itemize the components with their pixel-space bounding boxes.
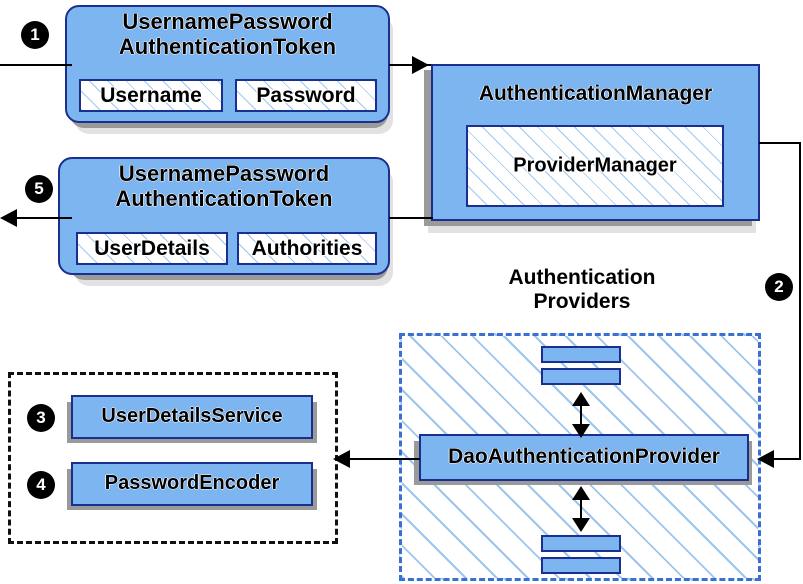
provider-placeholder-bar-2[interactable] bbox=[541, 368, 621, 385]
connector-provider-down-arrowhead bbox=[572, 518, 590, 532]
request-token-field-password-label: Password bbox=[256, 83, 356, 107]
connector-provider-up-arrowhead-bottom bbox=[572, 486, 590, 500]
provider-manager-label: ProviderManager bbox=[513, 154, 677, 177]
provider-placeholder-bar-1[interactable] bbox=[541, 346, 621, 363]
request-token-field-username-label: Username bbox=[100, 83, 202, 107]
step-badge-4: 4 bbox=[28, 472, 54, 498]
provider-manager-box[interactable]: ProviderManager bbox=[466, 125, 724, 207]
response-token-field-userdetails-label: UserDetails bbox=[94, 236, 210, 260]
connector-response-out-arrowhead bbox=[0, 209, 17, 227]
connector-request-in bbox=[0, 64, 72, 66]
step-badge-5: 5 bbox=[26, 176, 52, 202]
passwordencoder-box[interactable] bbox=[71, 462, 313, 506]
connector-token-to-manager-arrowhead bbox=[412, 56, 429, 74]
provider-placeholder-bar-3[interactable] bbox=[541, 535, 621, 552]
connector-provider-to-dependencies bbox=[348, 458, 420, 460]
userdetailsservice-box[interactable] bbox=[71, 395, 313, 439]
connector-provider-up-shaft bbox=[580, 398, 582, 428]
step-badge-3: 3 bbox=[28, 405, 54, 431]
response-token-field-authorities-label: Authorities bbox=[251, 236, 363, 260]
dao-authentication-provider-box[interactable] bbox=[419, 434, 749, 481]
connector-provider-low-shaft bbox=[580, 492, 582, 520]
connector-response-out bbox=[12, 217, 72, 219]
connector-token-to-manager bbox=[389, 64, 431, 66]
connector-step2-vertical bbox=[799, 142, 801, 460]
connector-provider-down-arrowhead-top bbox=[572, 424, 590, 438]
connector-provider-up-arrowhead bbox=[572, 392, 590, 406]
connector-step2-bottom bbox=[770, 458, 801, 460]
request-token-field-username[interactable]: Username bbox=[79, 79, 223, 112]
response-token-field-authorities[interactable]: Authorities bbox=[237, 232, 377, 265]
response-token-field-userdetails[interactable]: UserDetails bbox=[76, 232, 228, 265]
connector-provider-to-dependencies-arrowhead bbox=[333, 450, 350, 468]
connector-step2-arrowhead bbox=[757, 450, 774, 468]
request-token-field-password[interactable]: Password bbox=[235, 79, 377, 112]
connector-manager-to-response-token bbox=[389, 217, 433, 219]
connector-step2-top bbox=[759, 142, 801, 144]
authentication-providers-caption: Authentication Providers bbox=[508, 266, 656, 313]
step-badge-2: 2 bbox=[766, 274, 792, 300]
provider-placeholder-bar-4[interactable] bbox=[541, 557, 621, 574]
step-badge-1: 1 bbox=[22, 22, 48, 48]
